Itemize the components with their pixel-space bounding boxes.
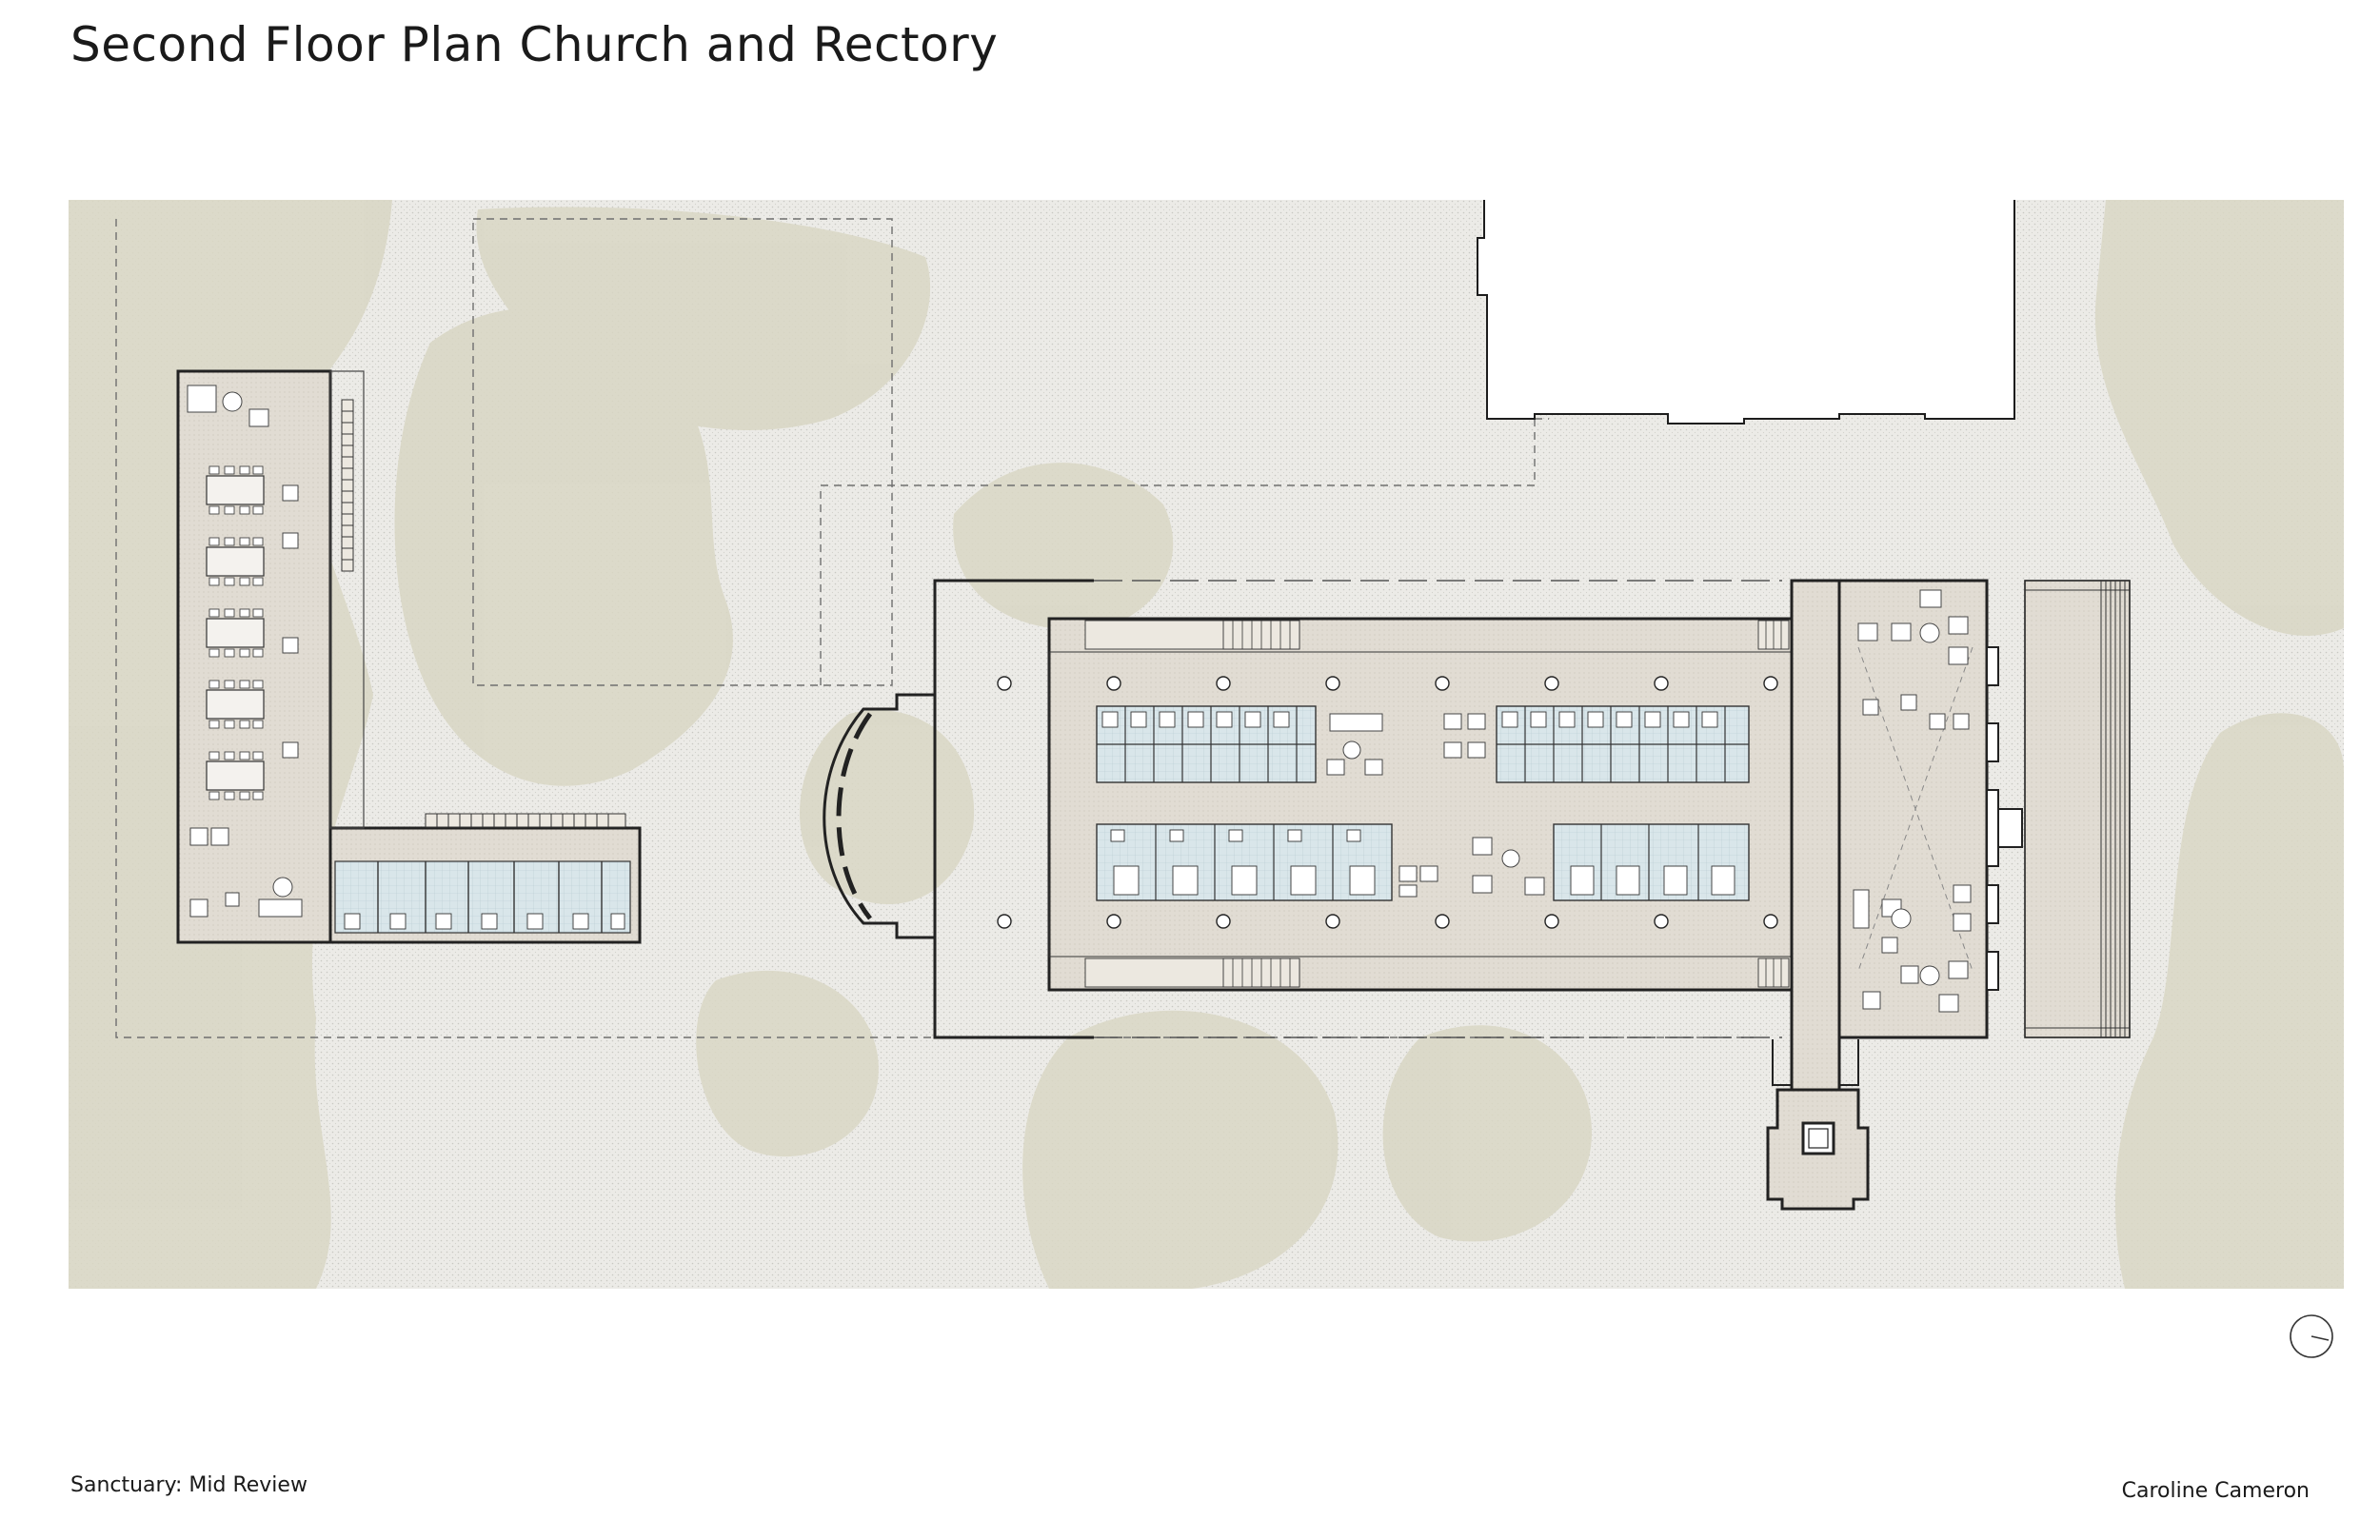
church-building — [823, 579, 2131, 1211]
site-plan-drawing — [69, 200, 2344, 1289]
north-arrow-icon — [2290, 1314, 2333, 1358]
project-label: Sanctuary: Mid Review — [70, 1473, 307, 1497]
drawing-title: Second Floor Plan Church and Rectory — [70, 17, 999, 72]
adjacent-building — [1477, 200, 2015, 424]
rectory-building — [176, 369, 642, 944]
property-lines — [115, 218, 1754, 1038]
author-label: Caroline Cameron — [2121, 1479, 2310, 1503]
vegetation — [69, 200, 2344, 1289]
